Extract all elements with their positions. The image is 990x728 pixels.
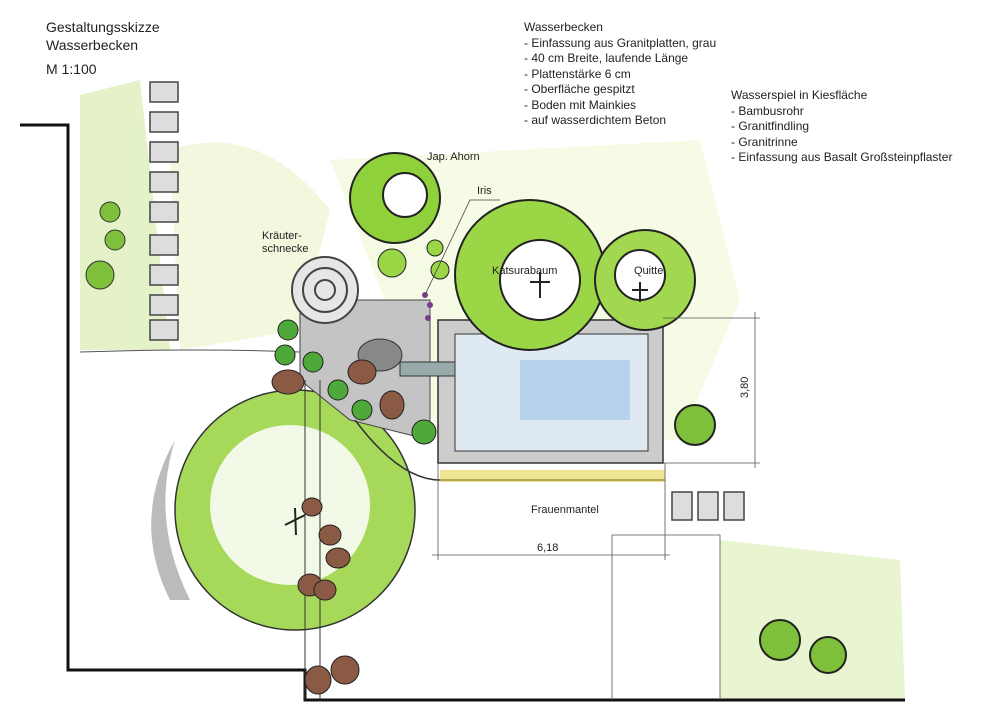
note-item: - Bambusrohr <box>731 103 804 118</box>
property-wall <box>20 123 905 702</box>
note-item: - 40 cm Breite, laufende Länge <box>524 51 689 65</box>
title-line-2: Wasserbecken <box>46 37 139 53</box>
tree-mark-icon <box>284 507 306 536</box>
small-shrubs <box>274 239 450 445</box>
note-item: - auf wasserdichtem Beton <box>524 113 667 127</box>
note-item: - Einfassung aus Granitplatten, grau <box>524 35 717 50</box>
label-katsura-tree: Katsurabaum <box>492 265 558 277</box>
title-line-1: Gestaltungsskizze <box>46 19 160 35</box>
boulders <box>271 359 405 695</box>
note-item: - Plattenstärke 6 cm <box>524 66 631 81</box>
label-iris: Iris <box>477 185 492 197</box>
granite-channel <box>399 361 456 377</box>
waterplay-notes-heading: Wasserspiel in Kiesfläche <box>731 88 868 102</box>
note-item: - Boden mit Mainkies <box>524 97 637 112</box>
plan-title: Gestaltungsskizze Wasserbecken <box>46 18 160 54</box>
label-lady-mantle: Frauenmantel <box>531 504 599 516</box>
note-item: - Granitrinne <box>731 134 798 149</box>
lady-mantle-bed <box>440 470 665 482</box>
label-herb-spiral: Kräuter- schnecke <box>262 230 308 256</box>
pool-notes: Wasserbecken - Einfassung aus Granitplat… <box>524 20 716 129</box>
note-item: - Oberfläche gespitzt <box>524 82 635 96</box>
scale-label: M 1:100 <box>46 61 97 77</box>
pool-notes-heading: Wasserbecken <box>524 20 603 34</box>
note-item: - Granitfindling <box>731 119 810 133</box>
dimension-lines <box>432 312 760 700</box>
stepping-stones <box>149 81 745 521</box>
note-item: - Einfassung aus Basalt Großsteinpflaste… <box>731 150 953 164</box>
trees <box>349 152 847 674</box>
label-herb-spiral-1: Kräuter- <box>262 230 302 242</box>
label-japanese-maple: Jap. Ahorn <box>427 151 480 163</box>
waterplay-notes: Wasserspiel in Kiesfläche - Bambusrohr -… <box>731 88 952 166</box>
label-herb-spiral-2: schnecke <box>262 243 309 255</box>
iris-leader-line <box>424 199 500 296</box>
hedge-shrubs <box>85 201 126 290</box>
dimension-width: 6,18 <box>537 542 559 554</box>
iris-plants <box>422 292 433 321</box>
herb-spiral <box>291 256 359 324</box>
label-quince: Quitte <box>634 265 664 277</box>
dimension-height: 3,80 <box>739 376 751 398</box>
